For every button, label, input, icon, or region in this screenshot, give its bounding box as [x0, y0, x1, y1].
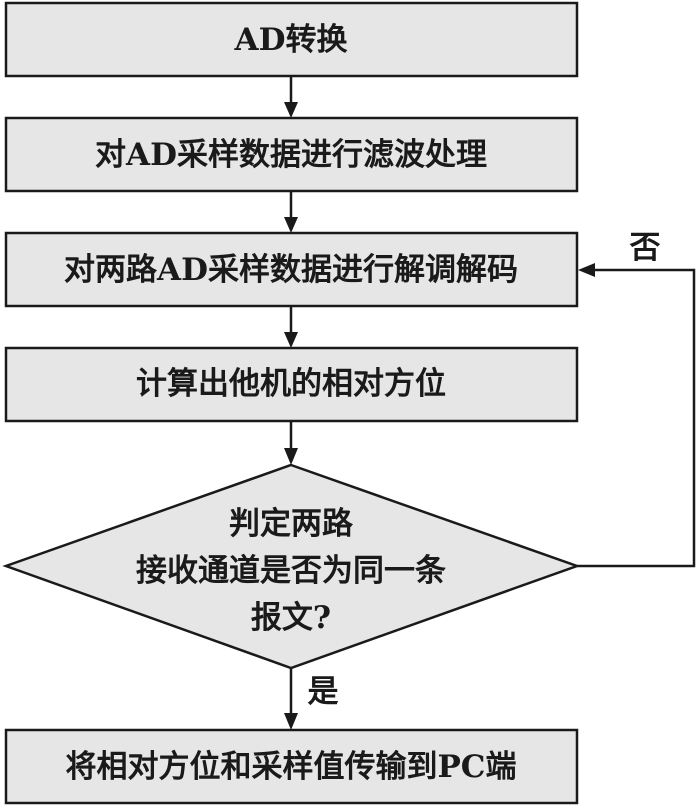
step-label: 对两路AD采样数据进行解调解码 — [64, 252, 518, 288]
arrow-step1-to-step2 — [284, 76, 298, 118]
branch-label-yes: 是 — [308, 674, 339, 710]
arrow-step2-to-step3 — [284, 191, 298, 233]
decision-same-message: 判定两路 接收通道是否为同一条 报文? — [2, 463, 581, 670]
step-transmit-to-pc: 将相对方位和采样值传输到PC端 — [4, 728, 579, 805]
step-label: 将相对方位和采样值传输到PC端 — [66, 749, 517, 785]
branch-label-no: 否 — [630, 230, 661, 266]
decision-line-2: 接收通道是否为同一条 — [136, 553, 446, 589]
arrow-step3-to-step4 — [284, 306, 298, 348]
step-box — [4, 116, 579, 193]
step-label: 对AD采样数据进行滤波处理 — [95, 137, 487, 173]
arrow-yes-to-final — [284, 668, 298, 730]
step-compute-bearing: 计算出他机的相对方位 — [4, 346, 579, 423]
decision-line-3: 报文? — [251, 600, 331, 636]
arrow-no-loop — [577, 263, 696, 568]
arrow-step4-to-decision — [284, 421, 298, 465]
step-box — [4, 728, 579, 805]
step-demodulate-decode: 对两路AD采样数据进行解调解码 — [4, 231, 579, 308]
step-box — [4, 231, 579, 308]
step-label: AD转换 — [234, 22, 348, 58]
step-ad-conversion: AD转换 — [4, 1, 579, 78]
decision-line-1: 判定两路 — [229, 506, 354, 542]
step-label: 计算出他机的相对方位 — [136, 366, 446, 402]
step-filtering: 对AD采样数据进行滤波处理 — [4, 116, 579, 193]
step-box — [4, 1, 579, 78]
